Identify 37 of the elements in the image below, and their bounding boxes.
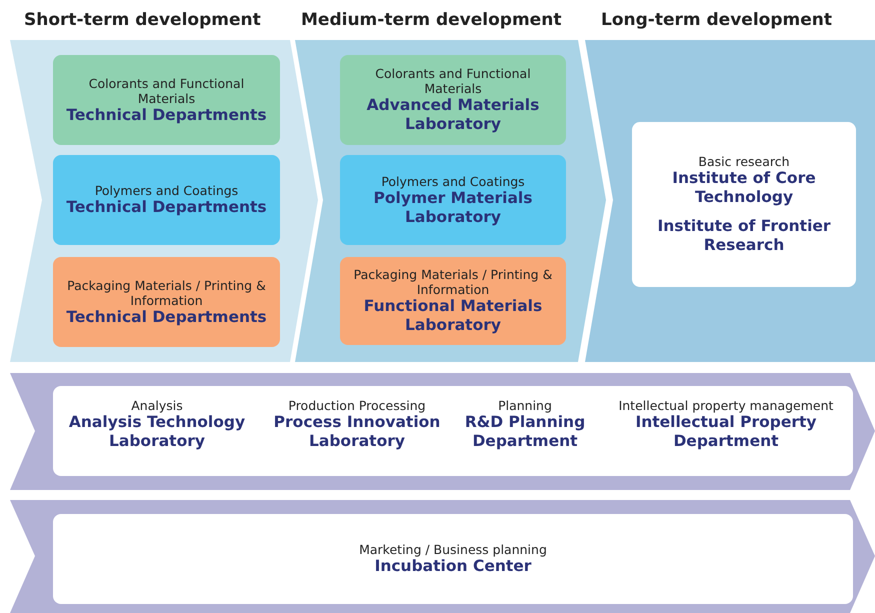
department-name: Technical Departments <box>66 198 267 217</box>
department-card <box>340 257 566 345</box>
department-name: Analysis Technology Laboratory <box>68 413 246 451</box>
field-label: Planning <box>498 398 552 413</box>
department-card <box>632 122 856 287</box>
field-label: Polymers and Coatings <box>381 174 525 188</box>
department-name: Polymer Materials Laboratory <box>372 188 534 226</box>
field-label: Marketing / Business planning <box>359 542 547 557</box>
department-name: Institute of Core Technology <box>671 169 817 207</box>
department-name: Technical Departments <box>66 106 267 124</box>
field-label: Basic research <box>698 154 790 169</box>
column-heading: Short-term development <box>24 10 261 30</box>
field-label: Packaging Materials / Printing & Information <box>66 278 267 308</box>
department-card <box>340 55 566 145</box>
field-label: Intellectual property management <box>618 398 834 413</box>
department-name: Technical Departments <box>66 308 267 326</box>
field-label: Production Processing <box>288 398 426 413</box>
department-card <box>53 155 280 245</box>
department-card <box>340 155 566 245</box>
field-label: Packaging Materials / Printing & Information <box>352 267 554 297</box>
column-heading: Long-term development <box>601 10 832 30</box>
department-card <box>53 257 280 347</box>
department-name: Process Innovation Laboratory <box>272 413 442 451</box>
department-name: Functional Materials Laboratory <box>362 297 544 335</box>
department-card <box>53 55 280 145</box>
department-card <box>53 514 853 604</box>
field-label: Analysis <box>131 398 183 413</box>
department-name: Advanced Materials Laboratory <box>366 96 540 134</box>
field-label: Colorants and Functional Materials <box>88 76 246 106</box>
department-name: Institute of Frontier Research <box>656 217 832 255</box>
column-heading: Medium-term development <box>301 10 562 30</box>
department-name: R&D Planning Department <box>464 413 586 451</box>
department-card <box>53 386 853 476</box>
field-label: Polymers and Coatings <box>94 183 238 198</box>
department-name: Intellectual Property Department <box>634 413 818 451</box>
field-label: Colorants and Functional Materials <box>374 66 532 96</box>
department-name: Incubation Center <box>374 557 532 576</box>
